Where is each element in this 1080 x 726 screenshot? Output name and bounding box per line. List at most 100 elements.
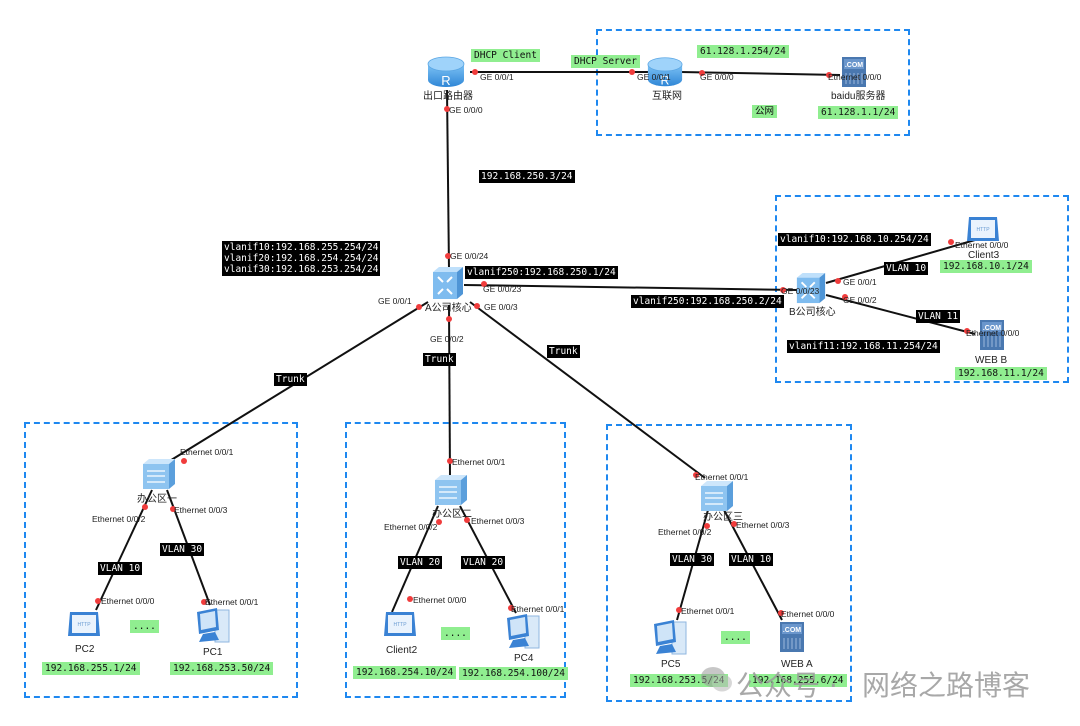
router-icon[interactable]: R	[426, 55, 466, 89]
access-switch-icon[interactable]	[141, 458, 177, 490]
zone-label-public: 公网	[752, 105, 778, 118]
port-dot	[778, 610, 784, 616]
link-office1-pc2	[95, 489, 153, 611]
watermark-prefix: 公众号 ·	[736, 669, 838, 702]
ip-label-pc4: 192.168.254.100/24	[459, 667, 568, 680]
zone-public	[596, 29, 910, 136]
device-name-pc1: PC1	[203, 647, 223, 658]
link-internet-baidu	[679, 71, 841, 76]
server-com-icon[interactable]: .COM	[778, 620, 806, 654]
port-dot	[201, 599, 207, 605]
port-dot	[508, 605, 514, 611]
svg-text:.COM: .COM	[983, 325, 1001, 332]
watermark-name: 网络之路博客	[862, 669, 1031, 702]
http-client-icon[interactable]: HTTP	[965, 215, 1001, 243]
server-com-icon[interactable]: .COM	[978, 318, 1006, 352]
device-name-pc4: PC4	[514, 653, 534, 664]
http-client-icon[interactable]: HTTP	[66, 610, 102, 638]
trunk-label: Trunk	[547, 345, 580, 358]
port-label: Ethernet 0/0/0	[828, 72, 882, 82]
trunk-label: Trunk	[274, 373, 307, 386]
vlan-label: VLAN 10	[98, 562, 143, 575]
port-dot	[474, 303, 480, 309]
port-dot	[693, 472, 699, 478]
ip-label-baidu: 61.128.1.1/24	[818, 106, 899, 119]
ip-label-router-core-link: 192.168.250.3/24	[479, 170, 575, 183]
link-a-core-office3	[469, 301, 706, 479]
router-icon[interactable]: R	[646, 55, 684, 89]
access-switch-icon[interactable]	[699, 480, 735, 512]
device-name-web-b: WEB B	[975, 355, 1008, 366]
ellipsis-office1: ....	[130, 620, 159, 633]
svg-text:.COM: .COM	[783, 627, 801, 634]
pc-icon[interactable]	[503, 612, 543, 650]
pc-icon[interactable]	[650, 618, 690, 656]
port-dot	[447, 458, 453, 464]
zone-office-1	[24, 422, 298, 698]
access-switch-icon[interactable]	[433, 474, 469, 506]
vlan-label: VLAN 11	[916, 310, 961, 323]
port-label: GE 0/0/23	[483, 284, 522, 294]
ip-label-pc2: 192.168.255.1/24	[42, 662, 140, 675]
device-name-baidu-server: baidu服务器	[831, 91, 886, 102]
ellipsis-office3: ....	[721, 631, 750, 644]
vlanif-label-a-core-20: vlanif20:192.168.254.254/24	[222, 252, 381, 265]
port-dot	[964, 328, 970, 334]
port-dot	[436, 519, 442, 525]
port-label: Ethernet 0/0/3	[736, 520, 790, 530]
port-dot	[95, 598, 101, 604]
device-name-pc5: PC5	[661, 659, 681, 670]
device-name-office2: 办公区二	[432, 509, 472, 520]
ip-label-internet: 61.128.1.254/24	[697, 45, 789, 58]
port-label: Ethernet 0/0/1	[681, 606, 735, 616]
port-label: GE 0/0/0	[449, 105, 483, 115]
device-name-office1: 办公区一	[137, 494, 177, 505]
port-dot	[780, 287, 786, 293]
port-dot	[170, 506, 176, 512]
port-label: Ethernet 0/0/1	[511, 604, 565, 614]
ip-label-client3: 192.168.10.1/24	[940, 260, 1032, 273]
port-label: Ethernet 0/0/2	[658, 527, 712, 537]
port-label: Ethernet 0/0/3	[174, 505, 228, 515]
port-dot	[444, 106, 450, 112]
core-switch-icon[interactable]	[431, 266, 465, 300]
port-label: Ethernet 0/0/1	[695, 472, 749, 482]
port-dot	[472, 69, 478, 75]
port-label: GE 0/0/24	[450, 251, 489, 261]
link-b-core-client3	[825, 239, 976, 284]
ip-label-web-b: 192.168.11.1/24	[955, 367, 1047, 380]
device-name-b-core: B公司核心	[789, 307, 836, 318]
device-name-internet: 互联网	[652, 91, 682, 102]
core-switch-icon[interactable]	[795, 272, 827, 304]
port-label: GE 0/0/2	[843, 295, 877, 305]
vlanif-label-a-core-250: vlanif250:192.168.250.1/24	[465, 266, 618, 279]
svg-text:HTTP: HTTP	[393, 622, 407, 628]
port-dot	[481, 281, 487, 287]
port-dot	[826, 72, 832, 78]
ip-label-client2: 192.168.254.10/24	[353, 666, 457, 679]
http-client-icon[interactable]: HTTP	[382, 610, 418, 638]
vlanif-label-b-core-250: vlanif250:192.168.250.2/24	[631, 295, 784, 308]
vlanif-label-a-core-10: vlanif10:192.168.255.254/24	[222, 241, 381, 254]
device-name-pc2: PC2	[75, 644, 95, 655]
pc-icon[interactable]	[193, 606, 233, 644]
role-label-dhcp-server: DHCP Server	[571, 55, 640, 68]
port-dot	[416, 304, 422, 310]
svg-text:HTTP: HTTP	[77, 622, 91, 628]
device-name-client3: Client3	[968, 250, 1000, 261]
svg-text:R: R	[661, 73, 670, 87]
trunk-label: Trunk	[423, 353, 456, 366]
ip-label-web-a: 192.168.255.6/24	[749, 674, 847, 687]
port-dot	[445, 253, 451, 259]
port-dot	[464, 517, 470, 523]
port-label: GE 0/0/2	[430, 334, 464, 344]
link-exit-router-a-core	[446, 89, 450, 271]
vlanif-label-a-core-30: vlanif30:192.168.253.254/24	[222, 263, 381, 276]
server-com-icon[interactable]: .COM	[840, 55, 868, 89]
ip-label-pc1: 192.168.253.50/24	[170, 662, 274, 675]
port-label: Ethernet 0/0/2	[384, 522, 438, 532]
ellipsis-office2: ....	[441, 627, 470, 640]
link-b-core-webb	[825, 294, 976, 335]
zone-office-2	[345, 422, 566, 698]
